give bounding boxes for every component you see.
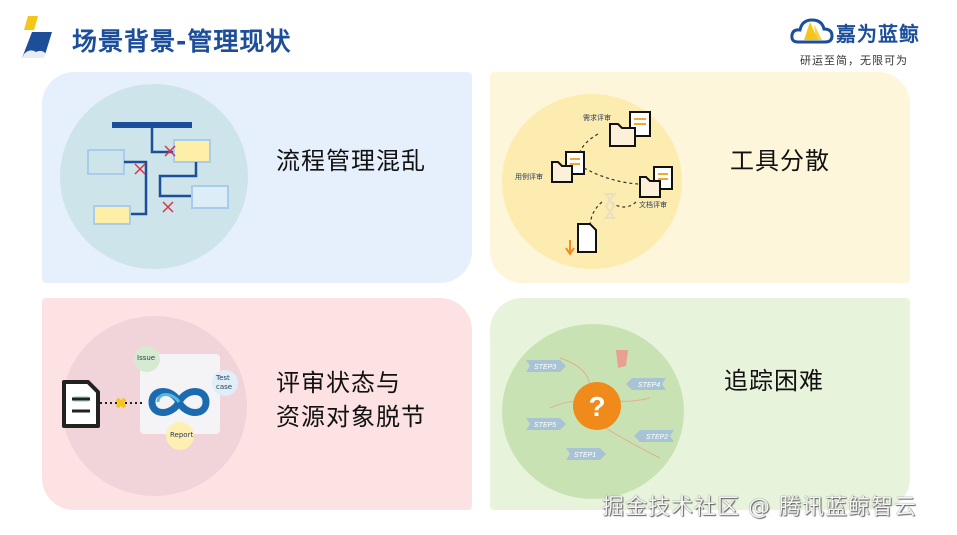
page-title: 场景背景-管理现状 [72, 27, 292, 56]
document-icon [62, 380, 100, 428]
report-bubble [166, 422, 194, 450]
panel-review-disconnected: Issue Test case Report 评审状态与 资源对象脱节 [42, 298, 472, 510]
brand-slogan: 研运至简，无限可为 [800, 54, 908, 67]
panel-label: 工具分散 [730, 147, 830, 175]
testcase-bubble [212, 370, 238, 396]
step-label: STEP1 [574, 452, 596, 459]
brand-logo: 嘉为蓝鲸 研运至简，无限可为 [790, 14, 940, 70]
panel-label: 追踪困难 [724, 367, 824, 395]
node-label-case-review: 用例评审 [515, 173, 543, 181]
issue-bubble [134, 346, 160, 372]
panel-label-line2: 资源对象脱节 [276, 403, 426, 431]
panel-label: 评审状态与 资源对象脱节 [276, 366, 426, 434]
svg-text:?: ? [588, 391, 605, 422]
flowchart-broken-icon [87, 122, 229, 225]
node-label-report: Report [170, 431, 194, 439]
brand-name: 嘉为蓝鲸 [836, 22, 920, 46]
panel-label-line1: 评审状态与 [276, 369, 401, 397]
step-label: STEP3 [534, 364, 556, 371]
footer-watermark: 掘金技术社区 @ 腾讯蓝鲸智云 [602, 495, 917, 520]
question-steps-icon: STEP3 STEP4 STEP5 STEP2 STEP1 ? [526, 350, 674, 460]
step-label: STEP2 [646, 434, 668, 441]
infinity-logo-icon [148, 388, 210, 416]
cloud-sail-icon [790, 18, 834, 44]
illustration-background [60, 84, 248, 269]
node-label-issue: Issue [137, 354, 156, 362]
folder-icon [639, 166, 673, 198]
step-label: STEP5 [534, 422, 556, 429]
panel-tools-scattered: 需求评审 用例评审 文档评审 工具分散 [490, 72, 910, 283]
panel-label: 流程管理混乱 [276, 147, 426, 175]
panel-process-chaos: 流程管理混乱 [42, 72, 472, 283]
scattered-folders-icon [551, 111, 673, 256]
folder-icon [551, 151, 585, 183]
step-label: STEP4 [638, 382, 660, 389]
node-label-requirement-review: 需求评审 [583, 114, 611, 122]
logo-mark-icon [22, 16, 52, 58]
panel-tracking-difficult: STEP3 STEP4 STEP5 STEP2 STEP1 ? 追踪困难 [490, 298, 910, 510]
broken-link-icon [100, 397, 144, 409]
node-label-test-case: Test case [216, 374, 233, 391]
folder-icon [609, 111, 651, 147]
node-label-doc-review: 文档评审 [639, 201, 667, 209]
